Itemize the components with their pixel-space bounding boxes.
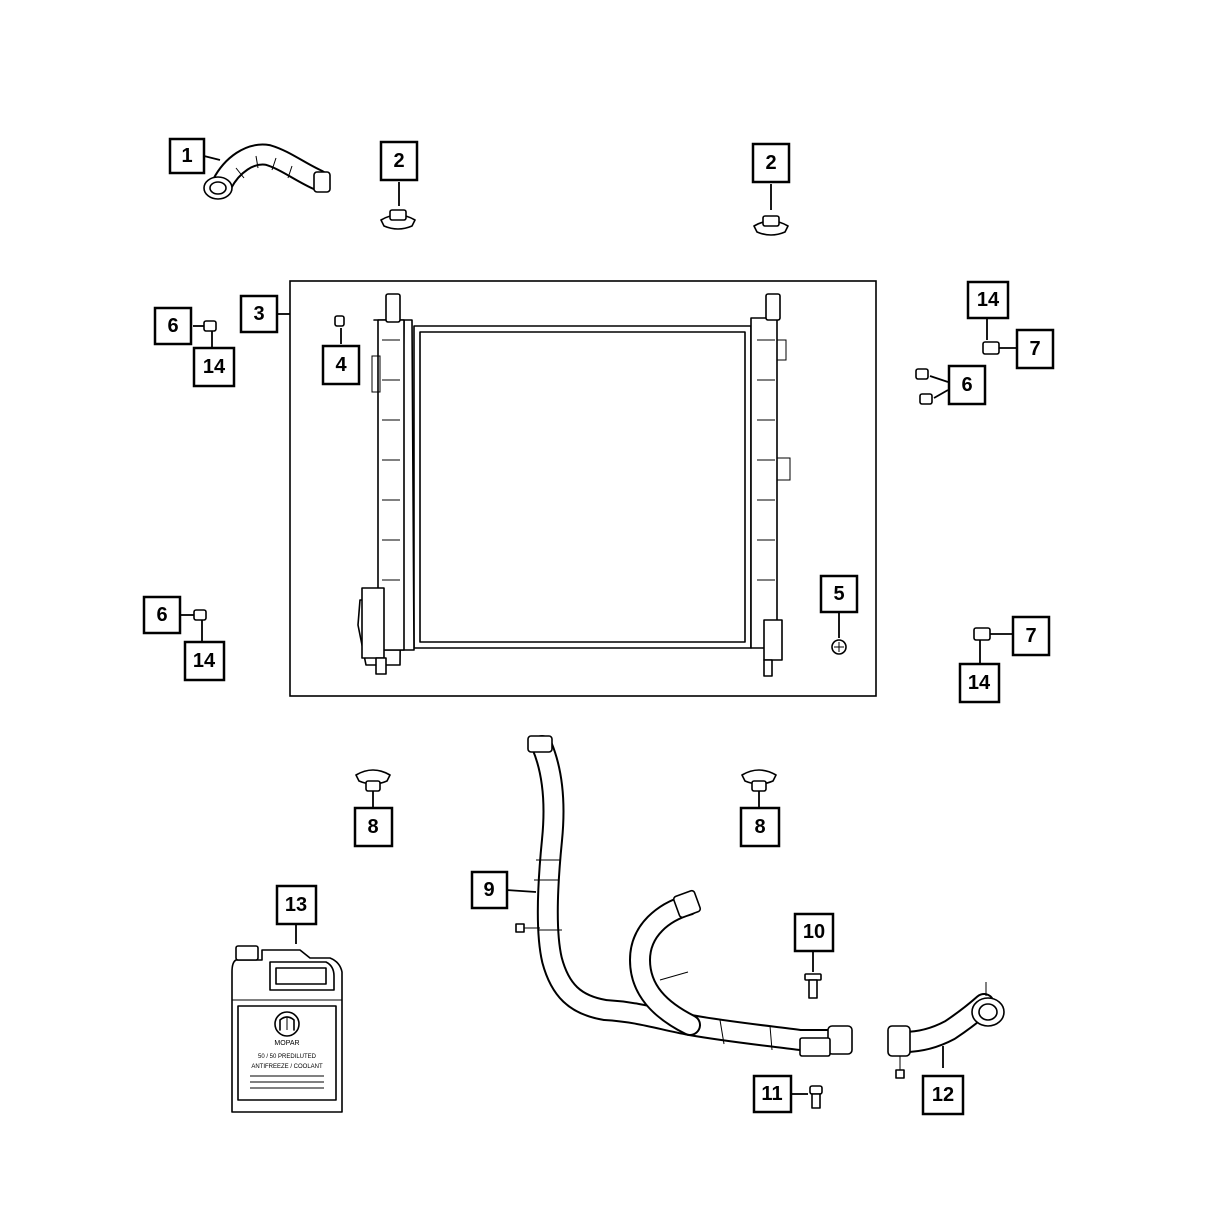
radiator-cap [831, 639, 847, 655]
callout-13: 13 [275, 884, 318, 926]
svg-text:11: 11 [761, 1083, 782, 1105]
callout-7-lower: 7 [1011, 615, 1051, 657]
drain-plug [334, 315, 345, 327]
bolt [804, 973, 822, 999]
callout-6-left-lower: 6 [142, 595, 182, 635]
clip-right-lower [973, 627, 991, 641]
svg-text:12: 12 [932, 1084, 954, 1106]
callout-14-left-lower: 14 [183, 640, 226, 682]
lower-isolator-left [355, 769, 391, 792]
svg-text:8: 8 [367, 816, 378, 838]
lower-isolator-right [741, 769, 777, 792]
callout-4: 4 [321, 344, 361, 386]
callout-1: 1 [168, 137, 206, 175]
upper-isolator-right [753, 215, 789, 236]
callout-12: 12 [921, 1074, 965, 1116]
clip-left-upper [203, 320, 217, 332]
svg-text:7: 7 [1029, 338, 1040, 360]
svg-text:2: 2 [765, 152, 776, 174]
svg-text:14: 14 [193, 650, 216, 672]
callout-5: 5 [819, 574, 859, 614]
svg-text:14: 14 [968, 672, 991, 694]
coolant-container: MOPAR 50 / 50 PREDILUTED ANTIFREEZE / CO… [231, 945, 343, 1113]
callout-9: 9 [470, 870, 509, 910]
callout-7-upper: 7 [1015, 328, 1055, 370]
svg-text:14: 14 [203, 356, 226, 378]
upper-isolator-left [380, 209, 416, 230]
callout-14-right-upper: 14 [966, 280, 1010, 320]
container-brand-text: MOPAR [274, 1040, 299, 1047]
svg-text:7: 7 [1025, 625, 1036, 647]
callout-2-right: 2 [751, 142, 791, 184]
svg-text:5: 5 [833, 583, 844, 605]
container-label-line1: 50 / 50 PREDILUTED [258, 1054, 317, 1060]
svg-text:13: 13 [285, 894, 307, 916]
callout-11: 11 [752, 1074, 793, 1114]
lower-radiator-hose [515, 735, 853, 1057]
callout-14-left-upper: 14 [192, 346, 236, 388]
container-label-line2: ANTIFREEZE / COOLANT [251, 1064, 323, 1070]
svg-text:3: 3 [253, 303, 264, 325]
radiator [357, 293, 791, 677]
callout-6-right: 6 [947, 364, 987, 406]
clip-left-lower [193, 609, 207, 621]
svg-text:9: 9 [483, 879, 494, 901]
svg-text:4: 4 [335, 354, 347, 376]
callout-8-right: 8 [739, 806, 781, 848]
svg-text:6: 6 [961, 374, 972, 396]
callout-3: 3 [239, 294, 279, 334]
outlet-hose [887, 982, 1005, 1079]
radiator-frame [289, 280, 877, 697]
svg-text:14: 14 [977, 289, 1000, 311]
callout-10: 10 [793, 912, 835, 953]
upper-radiator-hose [203, 143, 331, 200]
svg-text:2: 2 [393, 150, 404, 172]
svg-text:6: 6 [156, 604, 167, 626]
callout-2-left: 2 [379, 140, 419, 182]
svg-text:1: 1 [181, 145, 192, 167]
callout-8-left: 8 [353, 806, 394, 848]
svg-text:8: 8 [754, 816, 765, 838]
callout-14-right-lower: 14 [958, 662, 1001, 704]
svg-text:10: 10 [803, 921, 825, 943]
clamp-screw [809, 1085, 823, 1109]
svg-text:6: 6 [167, 315, 178, 337]
callout-6-left-upper: 6 [153, 306, 193, 346]
